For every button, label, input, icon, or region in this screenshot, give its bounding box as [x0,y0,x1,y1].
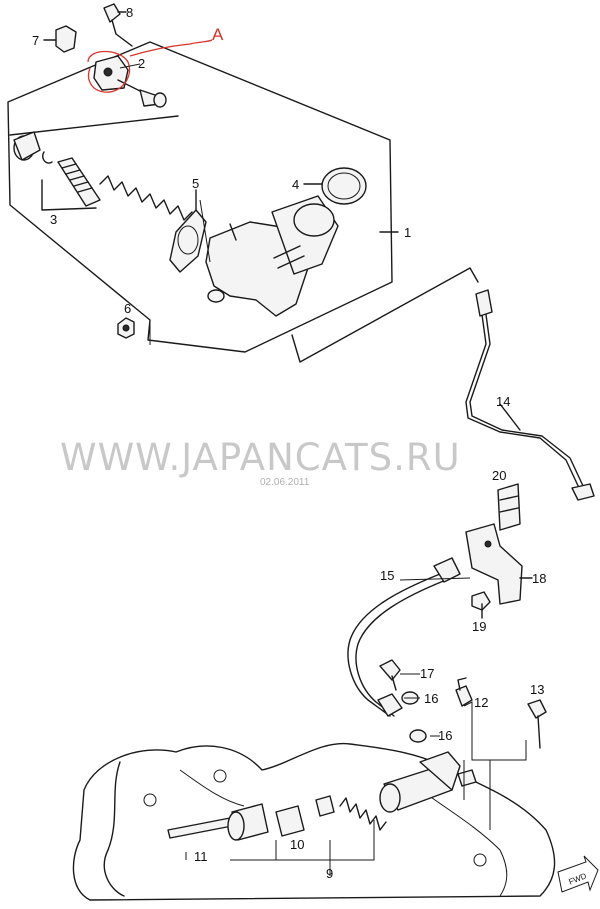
date-stamp: 02.06.2011 [260,477,310,488]
part-15-hose [347,557,461,717]
part-14-pipe [465,289,595,501]
callout-18: 18 [532,571,546,586]
part-19-bolt [471,591,491,619]
part-9-release-cylinder [275,751,477,837]
callout-1: 1 [404,225,411,240]
part-11-push-rod [167,803,269,841]
leader-lines [119,63,527,876]
part-16-washer-b [409,729,427,743]
callout-16-b: 16 [438,728,452,743]
exploded-view-frame [7,41,479,363]
callout-11: 11 [194,849,208,864]
callout-15: 15 [380,568,394,583]
callout-13: 13 [530,682,544,697]
transmission-housing [72,742,556,901]
callout-4: 4 [292,177,299,192]
part-18-bracket [465,523,533,605]
part-7-clip [43,25,77,53]
callout-10: 10 [290,837,304,852]
part-13-bolt [527,699,547,749]
part-6-nut [117,317,135,339]
part-4-reservoir-cap [303,167,367,205]
callout-8: 8 [126,5,133,20]
callout-20: 20 [492,468,506,483]
callout-14: 14 [496,394,510,409]
callout-17: 17 [420,666,434,681]
part-20-clip [497,483,521,531]
part-5-gasket [169,189,207,273]
callout-9: 9 [326,866,333,881]
part-12-bleeder [455,677,473,707]
callout-16-a: 16 [424,691,438,706]
callout-7: 7 [32,33,39,48]
callout-3: 3 [50,212,57,227]
fwd-arrow-icon: FWD [557,855,599,893]
callout-labels: 1 2 3 4 5 6 7 8 9 10 11 12 13 14 15 16 1… [32,5,546,881]
annotation-label: A [212,25,224,44]
callout-5: 5 [192,176,199,191]
part-2-clevis [93,55,167,108]
callout-6: 6 [124,301,131,316]
callout-2: 2 [138,56,145,71]
part-1-master-cylinder [205,195,399,317]
watermark-text: WWW.JAPANCATS.RU [60,436,461,479]
callout-19: 19 [472,619,486,634]
part-8-pin [103,3,133,47]
part-3-piston-spring [13,131,193,221]
callout-12: 12 [474,695,488,710]
annotation-a: A [87,25,224,93]
part-17-union-bolt [379,659,401,691]
